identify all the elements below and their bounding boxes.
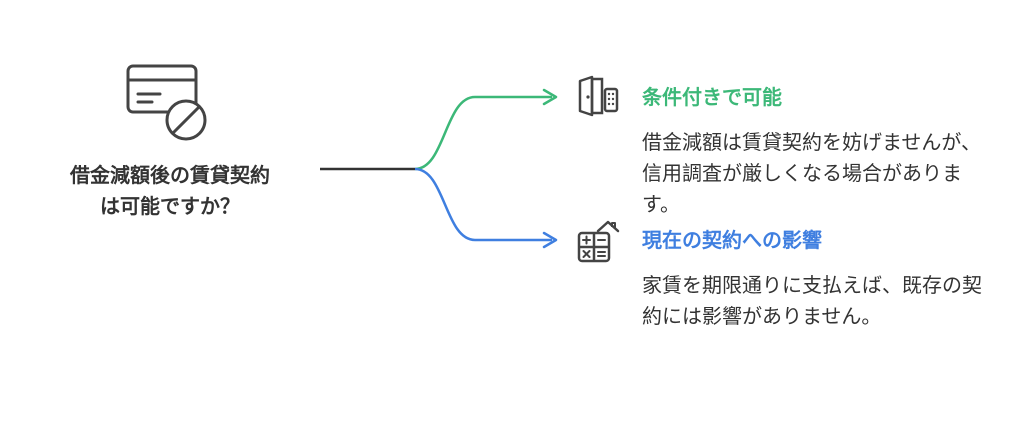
green-branch-arrowhead: [542, 88, 558, 106]
green-branch-curve: [414, 95, 552, 171]
branch-title-conditional: 条件付きで可能: [642, 85, 782, 109]
door-keypad-icon: [578, 75, 619, 117]
house-calculator-icon: [577, 220, 620, 263]
branch-description-impact: 家賃を期限通りに支払えば、既存の契約には影響がありません。: [642, 273, 982, 328]
root-question-line1: 借金減額後の賃貸契約: [70, 163, 270, 187]
branch-title-impact: 現在の契約への影響: [642, 228, 822, 252]
root-question-line2: は可能ですか？: [100, 194, 240, 218]
branch-description-conditional: 借金減額は賃貸契約を妨げませんが、信用調査が厳しくなる場合があります。: [642, 130, 981, 216]
blue-branch-arrowhead: [542, 231, 558, 249]
credit-card-prohibited-icon: [126, 64, 207, 141]
root-question: 借金減額後の賃貸契約 は可能ですか？: [20, 160, 320, 222]
blue-branch-curve: [414, 167, 552, 242]
